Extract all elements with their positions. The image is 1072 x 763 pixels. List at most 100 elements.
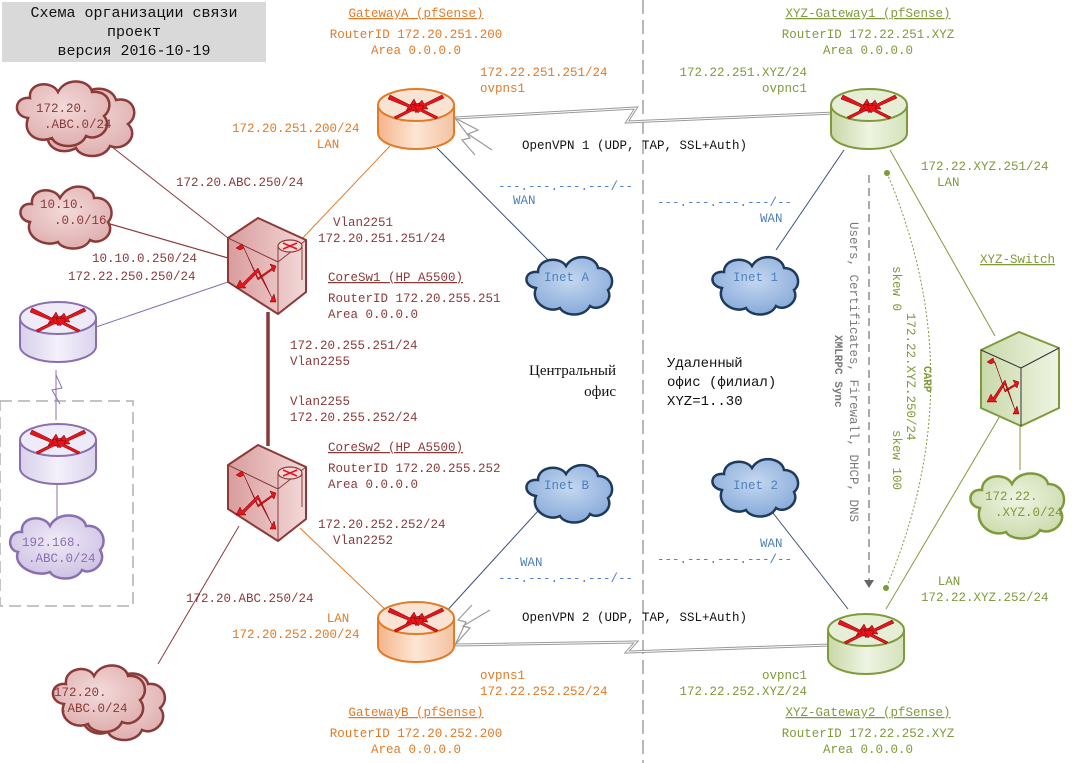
link-xyzgw1-inet1 bbox=[775, 149, 845, 251]
coresw1-ip-10: 10.10.0.250/24 bbox=[92, 252, 197, 266]
coresw2-abc-ip: 172.20.ABC.250/24 bbox=[186, 592, 314, 606]
zone-remote-line1: Удаленный bbox=[667, 355, 743, 372]
link-xyzgw1-switch bbox=[889, 149, 996, 337]
switch-coresw2[interactable] bbox=[227, 443, 307, 543]
gatewaya-ovpn-ip: 172.22.251.251/24 bbox=[480, 66, 608, 80]
gatewaya-wan-ip: ---.---.---.---/-- bbox=[498, 180, 633, 194]
gatewayb-area: Area 0.0.0.0 bbox=[371, 743, 461, 757]
switch-coresw1[interactable] bbox=[227, 216, 307, 316]
cloud-inet-b bbox=[525, 464, 614, 524]
cloud-ten bbox=[19, 185, 113, 250]
router-arrows-icon bbox=[840, 94, 898, 120]
coresw1-name: CoreSw1 (HP A5500) bbox=[328, 271, 463, 285]
xyzgw2-lan-if: LAN bbox=[938, 575, 961, 589]
coresw2-area: Area 0.0.0.0 bbox=[328, 478, 418, 492]
switch-xyz[interactable] bbox=[980, 330, 1060, 428]
cloud-abc-bottom bbox=[51, 664, 167, 742]
xyzgw2-name: XYZ-Gateway2 (pfSense) bbox=[785, 706, 950, 720]
cloud-ten-line2: .0.0/16 bbox=[54, 214, 107, 228]
cloud-abc-bottom-line1: 172.20. bbox=[54, 686, 107, 700]
gatewayb-ovpn-ip: 172.22.252.252/24 bbox=[480, 685, 608, 699]
carp-arc bbox=[885, 172, 932, 589]
coresw1-vlan2255-if: Vlan2255 bbox=[290, 355, 350, 369]
gatewayb-lan-ip: 172.20.252.200/24 bbox=[232, 628, 360, 642]
router-legacy-top[interactable] bbox=[19, 301, 97, 363]
vpn-link-1-label: OpenVPN 1 (UDP, TAP, SSL+Auth) bbox=[522, 139, 747, 153]
coresw1-router-id: RouterID 172.20.255.251 bbox=[328, 292, 501, 306]
coresw2-vlan2255-if: Vlan2255 bbox=[290, 395, 350, 409]
gatewaya-name: GatewayA (pfSense) bbox=[348, 7, 483, 21]
link-coresw1-gatewaya bbox=[297, 145, 391, 244]
router-gatewaya[interactable] bbox=[377, 88, 455, 150]
cloud-legacy-line2: .ABC.0/24 bbox=[28, 552, 96, 566]
links bbox=[51, 145, 1021, 665]
router-legacy-bottom[interactable] bbox=[19, 423, 97, 485]
xyzgw2-wan-ip: ---.---.---.---/-- bbox=[657, 553, 792, 567]
cloud-inet-a bbox=[525, 256, 614, 316]
xyzgw2-wan-if: WAN bbox=[760, 537, 783, 551]
cloud-abc-top bbox=[15, 80, 136, 158]
cloud-inet-b-label: Inet B bbox=[544, 479, 590, 493]
title-line-1: Схема организации связи bbox=[30, 5, 238, 22]
gatewaya-lan-if: LAN bbox=[317, 138, 340, 152]
coresw1-ip-250: 172.22.250.250/24 bbox=[68, 270, 196, 284]
carp-label: CARP bbox=[920, 366, 932, 393]
xyzgw2-router-id: RouterID 172.22.252.XYZ bbox=[782, 727, 955, 741]
link-xyzgw2-switch bbox=[885, 415, 1001, 610]
cloud-abc-bottom-line2: .ABC.0/24 bbox=[60, 702, 128, 716]
link-gatewaya-ineta bbox=[436, 147, 549, 261]
xyzgw1-name: XYZ-Gateway1 (pfSense) bbox=[785, 7, 950, 21]
xyzgw1-ovpn-if: ovpnc1 bbox=[762, 82, 807, 96]
router-gatewayb[interactable] bbox=[377, 601, 455, 663]
vpn-link-1 bbox=[454, 106, 836, 156]
gatewaya-router-id: RouterID 172.20.251.200 bbox=[330, 28, 503, 42]
xyzgw1-lan-if: LAN bbox=[937, 176, 960, 190]
xyzgw2-area: Area 0.0.0.0 bbox=[823, 743, 913, 757]
carp-skew-master: skew 0 bbox=[889, 266, 903, 311]
cloud-ten-line1: 10.10. bbox=[40, 198, 85, 212]
xyzgw1-wan-ip: ---.---.---.---/-- bbox=[657, 196, 792, 210]
cloud-inet-2 bbox=[711, 458, 800, 518]
carp-dot-bottom bbox=[883, 585, 889, 591]
sync-label: XMLRPC Sync bbox=[831, 335, 843, 408]
carp-skew-backup: skew 100 bbox=[889, 430, 903, 490]
coresw2-name: CoreSw2 (HP A5500) bbox=[328, 441, 463, 455]
switch-arrows-icon bbox=[235, 243, 277, 303]
gatewaya-wan-if: WAN bbox=[513, 194, 536, 208]
coresw1-vlan2251-ip: 172.20.251.251/24 bbox=[318, 232, 446, 246]
cloud-inet-2-label: Inet 2 bbox=[733, 479, 778, 493]
title-block: Схема организации связи проект версия 20… bbox=[2, 2, 266, 62]
xyzgw1-wan-if: WAN bbox=[760, 212, 783, 226]
router-arrows-icon bbox=[387, 607, 445, 633]
xyzgw2-ovpn-if: ovpnc1 bbox=[762, 669, 807, 683]
link-abc-top-coresw1 bbox=[111, 146, 229, 239]
router-xyz-gateway1[interactable] bbox=[830, 88, 908, 150]
router-arrows-icon bbox=[29, 307, 87, 333]
cloud-xyz-lan-line2: .XYZ.0/24 bbox=[995, 506, 1063, 520]
xyzgw2-lan-ip: 172.22.XYZ.252/24 bbox=[921, 591, 1049, 605]
gatewayb-router-id: RouterID 172.20.252.200 bbox=[330, 727, 503, 741]
gatewaya-lan-ip: 172.20.251.200/24 bbox=[232, 122, 360, 136]
xyzgw1-area: Area 0.0.0.0 bbox=[823, 44, 913, 58]
xyzgw2-ovpn-ip: 172.22.252.XYZ/24 bbox=[679, 685, 807, 699]
coresw1-area: Area 0.0.0.0 bbox=[328, 308, 418, 322]
sync-arrow-head bbox=[864, 580, 874, 588]
sync-items: Users, Certificates, Firewall, DHCP, DNS bbox=[846, 222, 860, 522]
coresw2-vlan2255-ip: 172.20.255.252/24 bbox=[290, 411, 418, 425]
xyzgw1-lan-ip: 172.22.XYZ.251/24 bbox=[921, 160, 1049, 174]
vpn-link-2-label: OpenVPN 2 (UDP, TAP, SSL+Auth) bbox=[522, 611, 747, 625]
legacy-serial-zigzag bbox=[51, 374, 63, 405]
title-line-3: версия 2016-10-19 bbox=[57, 43, 211, 60]
switch-arrows-icon bbox=[986, 357, 1020, 415]
zone-remote-line3: XYZ=1..30 bbox=[667, 394, 743, 410]
legacy-zone-box bbox=[0, 400, 134, 607]
coresw2-router-id: RouterID 172.20.255.252 bbox=[328, 462, 501, 476]
carp-dot-top bbox=[884, 170, 890, 176]
zone-central-line2: офис bbox=[584, 384, 616, 400]
cloud-abc-top-line2: .ABC.0/24 bbox=[44, 118, 112, 132]
router-arrows-icon bbox=[387, 94, 445, 120]
link-xyzgw2-inet2 bbox=[772, 512, 849, 610]
router-xyz-gateway2[interactable] bbox=[827, 613, 905, 675]
coresw1-vlan2255-ip: 172.20.255.251/24 bbox=[290, 339, 418, 353]
cloud-inet-1 bbox=[711, 256, 800, 316]
